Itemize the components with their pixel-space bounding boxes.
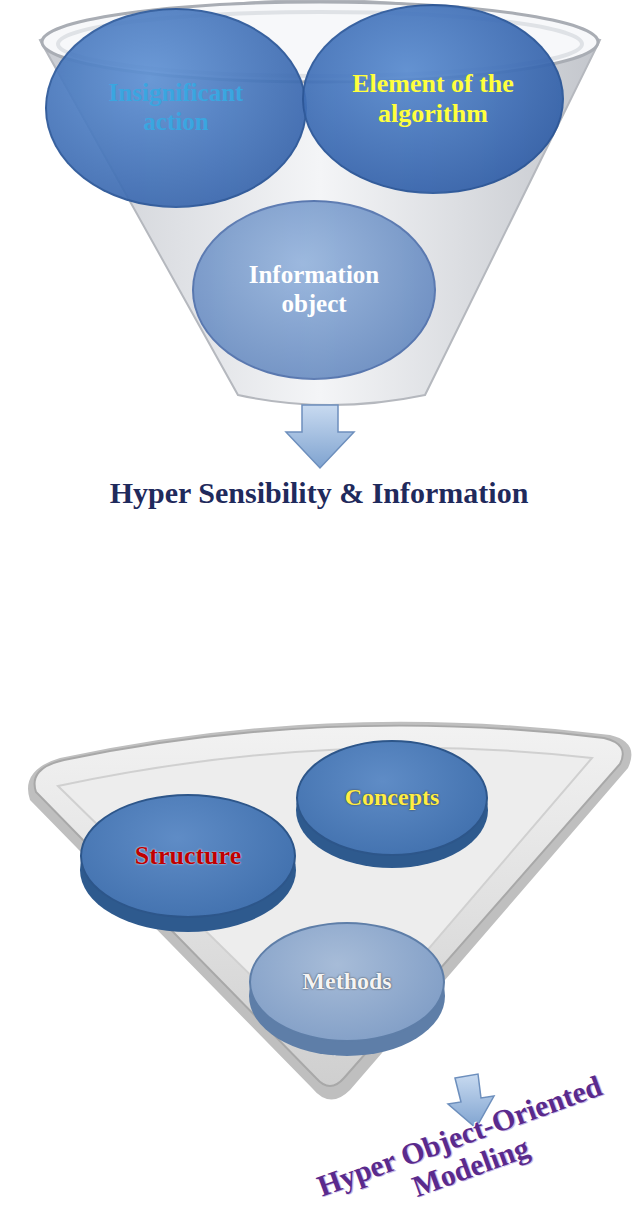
concept-circle: Element of the algorithm	[302, 4, 564, 194]
funnel-body	[40, 0, 600, 405]
output-label: Hyper Sensibility & Information	[40, 476, 598, 509]
node-text: Information object	[219, 261, 409, 319]
concept-disc: Concepts	[296, 740, 488, 856]
node-text: Concepts	[345, 784, 440, 812]
concept-circle: Insignificant action	[45, 8, 307, 208]
node-text: Insignificant action	[91, 79, 261, 137]
node-text: Methods	[302, 968, 391, 996]
down-arrow	[286, 405, 354, 468]
node-text: Element of the algorithm	[343, 69, 523, 129]
concept-disc: Structure	[80, 794, 296, 918]
concept-disc: Methods	[249, 922, 445, 1042]
tray-body	[35, 726, 623, 1086]
concept-circle: Information object	[192, 200, 436, 380]
node-text: Structure	[135, 841, 241, 871]
tray-shadow	[28, 722, 631, 1100]
